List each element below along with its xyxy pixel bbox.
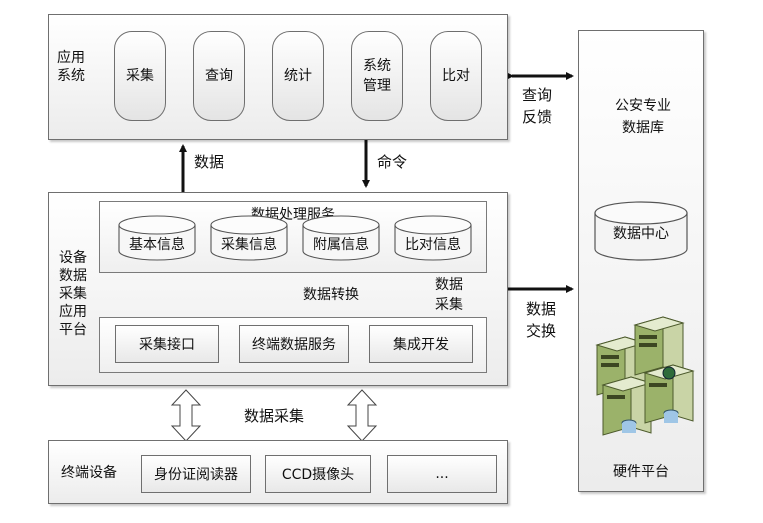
application-system-label: 应用系统 xyxy=(57,50,85,84)
label-command: 命令 xyxy=(377,153,408,171)
info-cylinders xyxy=(118,215,472,261)
info-compare-label: 比对信息 xyxy=(405,237,461,253)
collect-interface-box[interactable]: 采集接口 xyxy=(115,325,219,363)
platform-label: 设备数据采集应用平台 xyxy=(59,250,87,338)
data-center-label: 数据中心 xyxy=(613,226,669,242)
info-collect-label: 采集信息 xyxy=(221,237,277,253)
application-system-panel: 应用系统 采集 查询 统计 系统管理 比对 xyxy=(48,14,508,140)
id-card-reader-box[interactable]: 身份证阅读器 xyxy=(141,455,251,493)
label-data-collection: 数据采集 xyxy=(244,407,305,425)
data-convert-label: 数据转换 xyxy=(303,287,359,303)
terminal-device-panel: 终端设备 身份证阅读器 CCD摄像头 ... xyxy=(48,440,508,504)
info-attached-label: 附属信息 xyxy=(313,237,369,253)
ccd-camera-box[interactable]: CCD摄像头 xyxy=(265,455,371,493)
hardware-platform-label: 硬件平台 xyxy=(613,464,669,480)
label-data-up: 数据 xyxy=(194,153,225,171)
data-center-cylinder xyxy=(594,201,688,261)
module-query[interactable]: 查询 xyxy=(193,31,245,121)
cylinder-basic-info xyxy=(118,215,196,261)
module-compare[interactable]: 比对 xyxy=(430,31,482,121)
module-collect[interactable]: 采集 xyxy=(114,31,166,121)
cylinder-collect-info xyxy=(210,215,288,261)
module-statistics[interactable]: 统计 xyxy=(272,31,324,121)
label-data-exchange: 数据交换 xyxy=(526,300,557,340)
data-collect-side-label: 数据采集 xyxy=(435,277,463,313)
integrated-dev-box[interactable]: 集成开发 xyxy=(369,325,473,363)
server-cluster-icon xyxy=(595,316,695,436)
hollow-arrow-right xyxy=(346,389,378,442)
cylinder-compare-info xyxy=(394,215,472,261)
info-basic-label: 基本信息 xyxy=(129,237,185,253)
more-devices-box[interactable]: ... xyxy=(387,455,497,493)
police-database-title: 公安专业数据库 xyxy=(615,98,671,136)
label-query-feedback: 查询反馈 xyxy=(522,86,553,126)
terminal-data-service-box[interactable]: 终端数据服务 xyxy=(239,325,349,363)
terminal-device-label: 终端设备 xyxy=(61,465,117,481)
cylinder-attached-info xyxy=(302,215,380,261)
module-system-management[interactable]: 系统管理 xyxy=(351,31,403,121)
hollow-arrow-left xyxy=(170,389,202,442)
police-database-panel: 公安专业数据库 数据中心 xyxy=(578,30,704,492)
device-collection-platform-panel: 设备数据采集应用平台 数据处理服务 基本信息 采集信息 附属信息 比对信息 数据… xyxy=(48,192,508,386)
